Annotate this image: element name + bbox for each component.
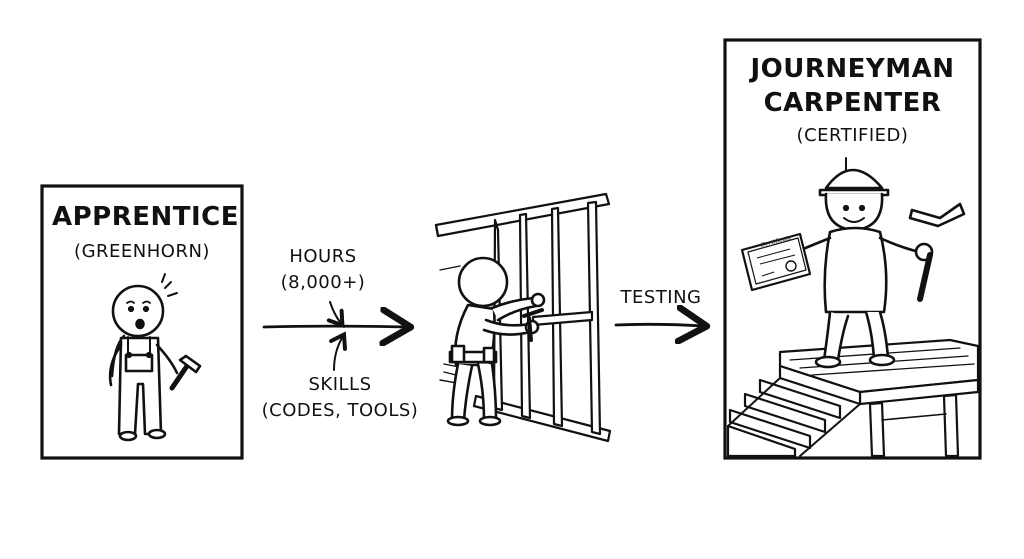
journeyman-title-line2: CARPENTER	[763, 88, 942, 118]
journeyman-subtitle: (CERTIFIED)	[796, 125, 909, 146]
journeyman-figure	[787, 157, 966, 369]
apprentice-title: APPRENTICE	[52, 202, 240, 232]
testing-label: TESTING	[620, 287, 702, 308]
hours-value: (8,000+)	[280, 272, 366, 293]
skills-value: (CODES, TOOLS)	[261, 400, 419, 421]
journeyman-title-line1: JOURNEYMAN	[750, 54, 955, 84]
skills-label: SKILLS	[308, 374, 372, 395]
apprentice-subtitle: (GREENHORN)	[74, 241, 210, 262]
apprentice-figure	[108, 273, 202, 442]
carpenter-figure	[446, 256, 546, 427]
certificate	[740, 232, 812, 292]
testing-arrow	[614, 324, 704, 326]
hours-label: HOURS	[289, 246, 357, 267]
hours-skills-arrow	[262, 301, 408, 371]
